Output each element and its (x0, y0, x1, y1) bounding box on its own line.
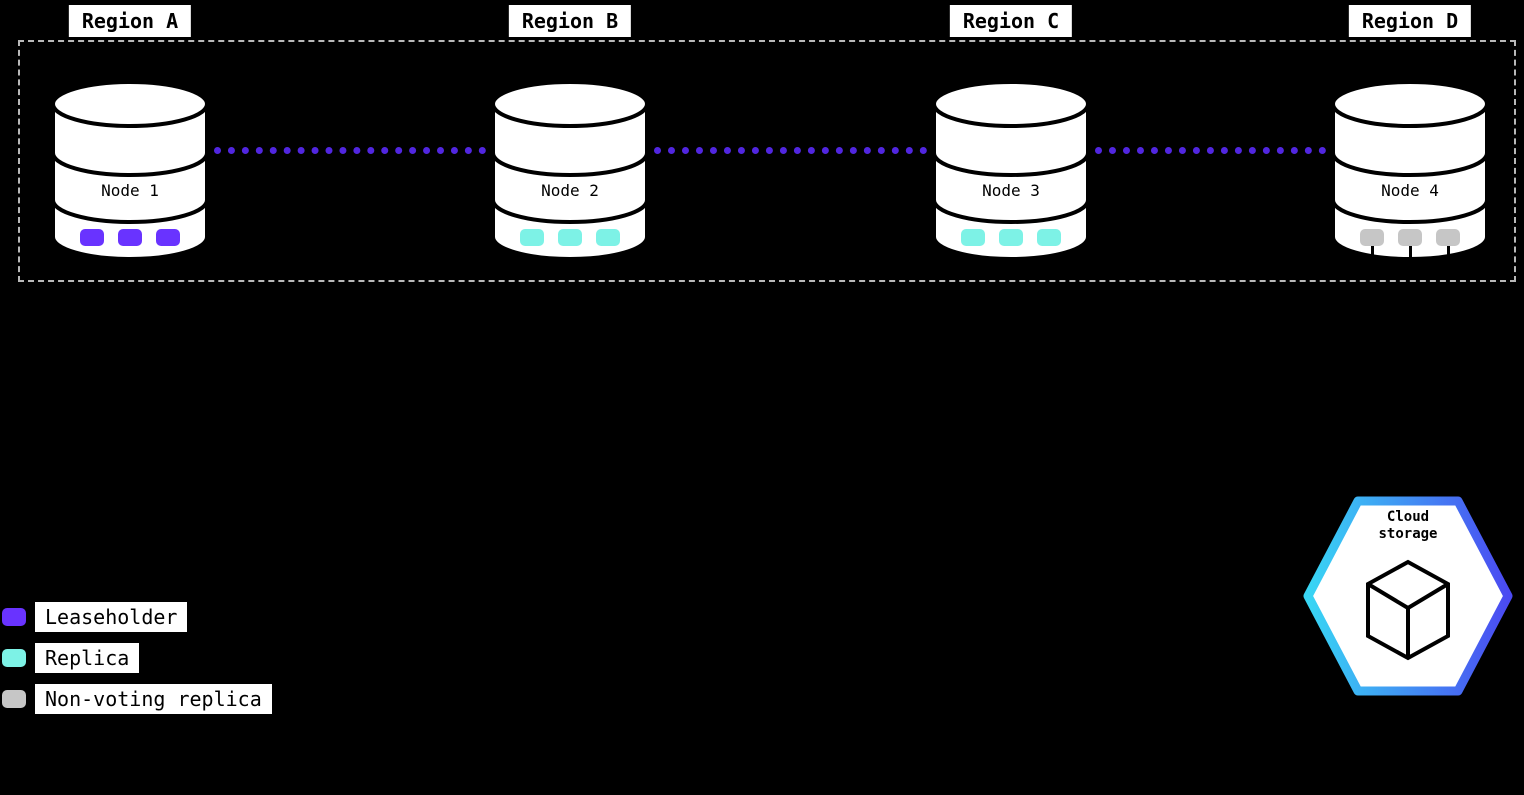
node-label: Node 1 (101, 181, 159, 200)
legend-item: Leaseholder (2, 602, 272, 632)
node-1: Node 1 (50, 78, 210, 263)
replica-square (596, 229, 620, 246)
range-squares (1330, 229, 1490, 246)
range-squares (931, 229, 1091, 246)
range-squares (490, 229, 650, 246)
node-label: Node 4 (1381, 181, 1439, 200)
range-squares (50, 229, 210, 246)
cube-icon (1366, 559, 1450, 661)
replica-square (520, 229, 544, 246)
cloud-storage: Cloud storage (1300, 492, 1516, 700)
non-voting-replica-square (1360, 229, 1384, 246)
cloud-storage-hexagon (1303, 496, 1513, 696)
cluster-boundary (18, 40, 1516, 282)
legend-item: Replica (2, 643, 272, 673)
region-label-a: Region A (68, 5, 192, 37)
node-4: Node 4 (1330, 78, 1490, 263)
storage-connector-stub (1360, 245, 1384, 261)
leaseholder-square (80, 229, 104, 246)
leaseholder-square (156, 229, 180, 246)
replica-square (961, 229, 985, 246)
replication-link-node1-node2 (214, 147, 486, 154)
database-cylinder-icon (932, 80, 1090, 261)
legend-label: Non-voting replica (35, 684, 272, 714)
replica-square (558, 229, 582, 246)
storage-connector-stub (1398, 245, 1422, 261)
legend-item: Non-voting replica (2, 684, 272, 714)
region-label-b: Region B (508, 5, 632, 37)
non-voting-replica-square (1436, 229, 1460, 246)
replication-link-node2-node3 (654, 147, 927, 154)
cloud-storage-label-line2: storage (1378, 526, 1438, 542)
legend-swatch-leaseholder (2, 608, 26, 626)
database-cylinder-icon (491, 80, 649, 261)
replication-link-node3-node4 (1095, 147, 1326, 154)
legend-label: Replica (35, 643, 140, 673)
legend-swatch-replica (2, 649, 26, 667)
replica-square (1037, 229, 1061, 246)
database-cylinder-icon (1331, 80, 1489, 261)
replica-square (999, 229, 1023, 246)
node-2: Node 2 (490, 78, 650, 263)
region-label-c: Region C (949, 5, 1073, 37)
node-3: Node 3 (931, 78, 1091, 263)
cloud-storage-label: Cloud storage (1300, 509, 1516, 543)
node-label: Node 2 (541, 181, 599, 200)
legend-swatch-non-voting (2, 690, 26, 708)
legend: Leaseholder Replica Non-voting replica (2, 602, 272, 725)
legend-label: Leaseholder (35, 602, 188, 632)
region-label-d: Region D (1348, 5, 1472, 37)
storage-connector-stubs (1330, 245, 1490, 261)
leaseholder-square (118, 229, 142, 246)
database-cylinder-icon (51, 80, 209, 261)
non-voting-replica-square (1398, 229, 1422, 246)
node-label: Node 3 (982, 181, 1040, 200)
storage-connector-stub (1436, 245, 1460, 261)
cloud-storage-label-line1: Cloud (1386, 509, 1430, 525)
